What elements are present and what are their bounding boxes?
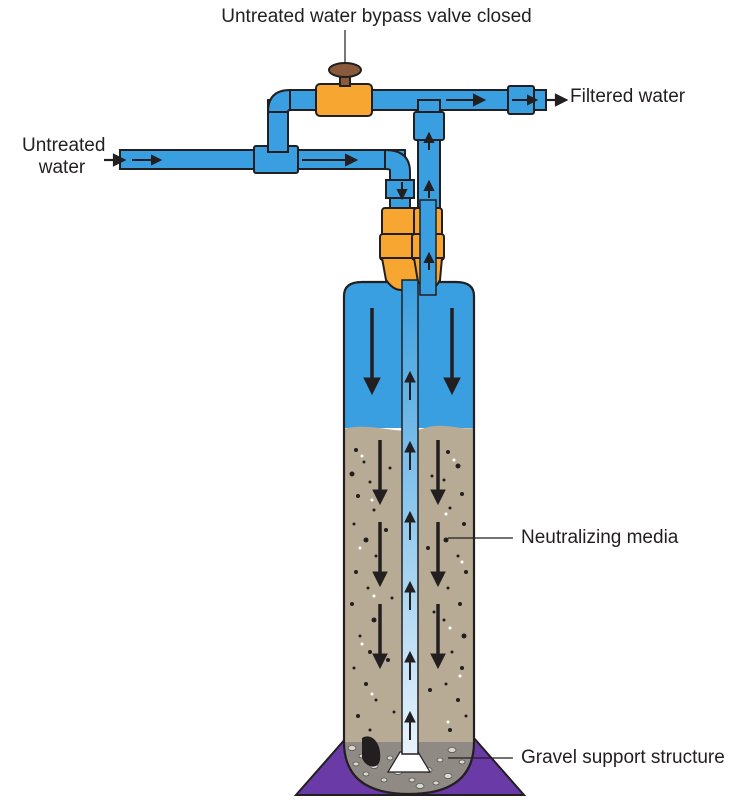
untreated-water-label-line1: Untreated: [22, 135, 106, 156]
pipe-flow-arrows: [132, 93, 539, 270]
riser-up-arrows: [404, 370, 416, 740]
neutralizing-media-label: Neutralizing media: [521, 527, 679, 548]
filtered-water-arrow: [546, 93, 569, 107]
gravel-support-label: Gravel support structure: [521, 747, 725, 768]
media-light-speckles: [358, 454, 464, 724]
untreated-water-arrow: [104, 153, 127, 167]
filtered-water-label: Filtered water: [570, 86, 686, 107]
tank-down-arrows: [363, 308, 461, 670]
bypass-valve-body: [315, 83, 373, 117]
tank-outline: [342, 280, 476, 796]
sediment-clump: [362, 736, 381, 767]
bypass-valve-label: Untreated water bypass valve closed: [221, 6, 532, 27]
untreated-water-label: Untreated water: [22, 135, 106, 179]
untreated-water-label-line2: water: [38, 157, 86, 178]
outlet-riser-over-fitting: [419, 199, 437, 296]
media-speckles: [349, 448, 468, 732]
bypass-valve-handle: [328, 62, 362, 87]
